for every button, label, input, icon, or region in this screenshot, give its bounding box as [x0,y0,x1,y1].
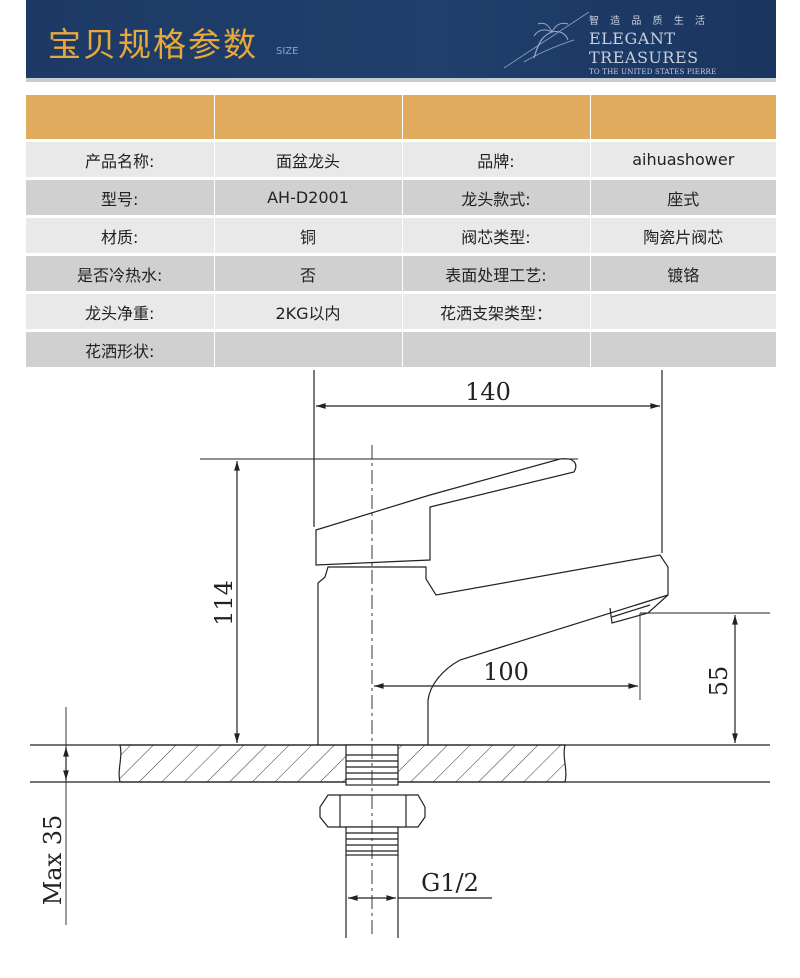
spec-label: 龙头净重: [26,294,215,329]
dim-width-label: 140 [465,378,511,406]
table-row: 材质: 铜 阀芯类型: 陶瓷片阀芯 [26,218,776,253]
dim-reach-label: 100 [483,658,529,686]
spec-label: 是否冷热水: [26,256,215,291]
palm-logo-icon [503,11,590,69]
faucet-dimension-drawing: 140 114 100 55 Max 35 G1/2 [30,370,770,938]
spec-value: 镀铬 [590,256,776,291]
spec-label: 阀芯类型: [402,218,591,253]
logo-slogan-cn: 智 造 品 质 生 活 [589,16,709,27]
spec-label [402,332,591,367]
spec-label: 表面处理工艺: [402,256,591,291]
header-banner: 宝贝规格参数 SIZE 智 造 品 质 生 活 ELEGANT TREASURE… [26,0,776,82]
spec-value: 2KG以内 [214,294,403,329]
spec-label: 品牌: [402,142,591,177]
spec-value: 铜 [214,218,403,253]
spec-table-header [26,95,776,139]
faucet-body [317,554,669,745]
faucet-handle [315,458,577,566]
spec-value [590,294,776,329]
spec-label: 材质: [26,218,215,253]
mount-nut [319,794,426,828]
table-row: 型号: AH-D2001 龙头款式: 座式 [26,180,776,215]
spec-value [214,332,403,367]
spec-value: AH-D2001 [214,180,403,215]
dim-max-label: Max 35 [39,815,67,906]
spec-label: 龙头款式: [402,180,591,215]
table-row: 花洒形状: [26,332,776,367]
size-tag: SIZE [276,46,299,57]
spec-value: 面盆龙头 [214,142,403,177]
logo-subline: TO THE UNITED STATES PIERRE [589,68,717,76]
logo-decor-lines [589,80,776,82]
table-row: 产品名称: 面盆龙头 品牌: aihuashower [26,142,776,177]
spec-value: aihuashower [590,142,776,177]
table-row: 龙头净重: 2KG以内 花洒支架类型： [26,294,776,329]
brand-logo-text: 智 造 品 质 生 活 ELEGANT TREASURES TO THE UNI… [589,12,776,82]
spec-value [590,332,776,367]
spec-value: 陶瓷片阀芯 [590,218,776,253]
countertop-section [118,744,567,783]
spec-table: 产品名称: 面盆龙头 品牌: aihuashower 型号: AH-D2001 … [26,95,776,367]
spec-label: 产品名称: [26,142,215,177]
page-title: 宝贝规格参数 [48,25,258,64]
spec-label: 型号: [26,180,215,215]
spec-value: 座式 [590,180,776,215]
logo-slogan-en: ELEGANT TREASURES [589,29,699,67]
table-row: 是否冷热水: 否 表面处理工艺: 镀铬 [26,256,776,291]
dim-thread-label: G1/2 [421,869,479,897]
spec-value: 否 [214,256,403,291]
spec-label: 花洒支架类型： [402,294,591,329]
spec-label: 花洒形状: [26,332,215,367]
dim-spout-height-label: 55 [705,666,733,697]
dim-height-label: 114 [210,580,238,626]
